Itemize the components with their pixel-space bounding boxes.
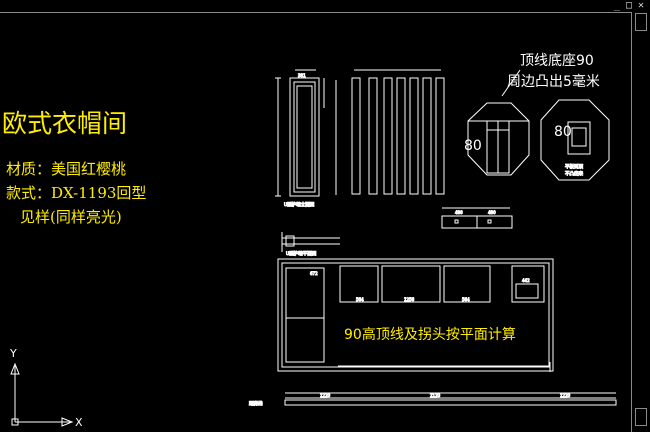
strip-caption: 踢脚线 bbox=[249, 400, 263, 407]
close-button[interactable]: ✕ bbox=[637, 0, 644, 11]
main-floor-plan: 672 564 1256 564 442 bbox=[277, 258, 554, 372]
tall-panel-elevation: 381 U型护墙立面图 bbox=[275, 69, 325, 209]
top-divider bbox=[0, 12, 632, 13]
baseboard-strip: 1220 2120 1220 踢脚线 bbox=[249, 392, 617, 408]
tall-panel-caption: U型护墙立面图 bbox=[284, 201, 315, 208]
section-dim-a: 480 bbox=[455, 210, 463, 215]
sample-text: 见样(同样亮光) bbox=[20, 208, 122, 226]
drawing-title: 欧式衣帽间 bbox=[2, 109, 128, 138]
small-section-detail: 480 480 bbox=[441, 207, 513, 229]
plan-dim-4: 564 bbox=[462, 297, 470, 302]
ucs-y-label: Y bbox=[10, 347, 17, 360]
plan-dim-3: 1256 bbox=[404, 297, 415, 302]
ucs-x-label: X bbox=[75, 416, 83, 429]
scroll-down-arrow[interactable] bbox=[635, 408, 647, 426]
window-controls: _ □ ✕ bbox=[614, 0, 644, 12]
plan-dim-5: 442 bbox=[522, 278, 530, 283]
small-plan-detail: U型护墙平面图 bbox=[281, 232, 340, 258]
label-80-right: 80 bbox=[554, 124, 572, 140]
section-dim-b: 480 bbox=[488, 210, 496, 215]
profile-detail-left bbox=[467, 69, 530, 176]
material-text: 材质：美国红樱桃 bbox=[6, 160, 127, 178]
style-code-text: 款式：DX-1193回型 bbox=[6, 184, 147, 202]
maximize-button[interactable]: □ bbox=[625, 0, 632, 11]
top-line-protrude-text: 周边凸出5毫米 bbox=[507, 74, 600, 90]
scroll-up-arrow[interactable] bbox=[635, 13, 647, 31]
profile-right-caption2: 不凸出来 bbox=[565, 170, 583, 177]
strip-dim-3: 1220 bbox=[560, 393, 571, 398]
profile-detail-right: 平板到顶 不凸出来 bbox=[540, 99, 610, 181]
calc-note-text: 90高顶线及拐头按平面计算 bbox=[344, 327, 516, 343]
title-bar: _ □ ✕ bbox=[0, 0, 650, 12]
vertical-scrollbar[interactable] bbox=[631, 13, 650, 432]
minimize-button[interactable]: _ bbox=[613, 0, 620, 11]
top-line-base-text: 顶线底座90 bbox=[520, 53, 594, 69]
profile-right-caption: 平板到顶 bbox=[565, 163, 583, 170]
ucs-icon bbox=[10, 362, 74, 427]
strip-dim-1: 1220 bbox=[320, 393, 331, 398]
cad-drawing-canvas[interactable]: 381 U型护墙立面图 平板 bbox=[0, 13, 632, 432]
plan-dim-2: 564 bbox=[356, 297, 364, 302]
plan-dim-1: 672 bbox=[310, 271, 318, 276]
strip-dim-2: 2120 bbox=[430, 393, 441, 398]
tall-panel-dim-top: 381 bbox=[298, 73, 306, 78]
plan-detail-caption: U型护墙平面图 bbox=[286, 250, 317, 257]
vertical-slats bbox=[335, 69, 445, 195]
